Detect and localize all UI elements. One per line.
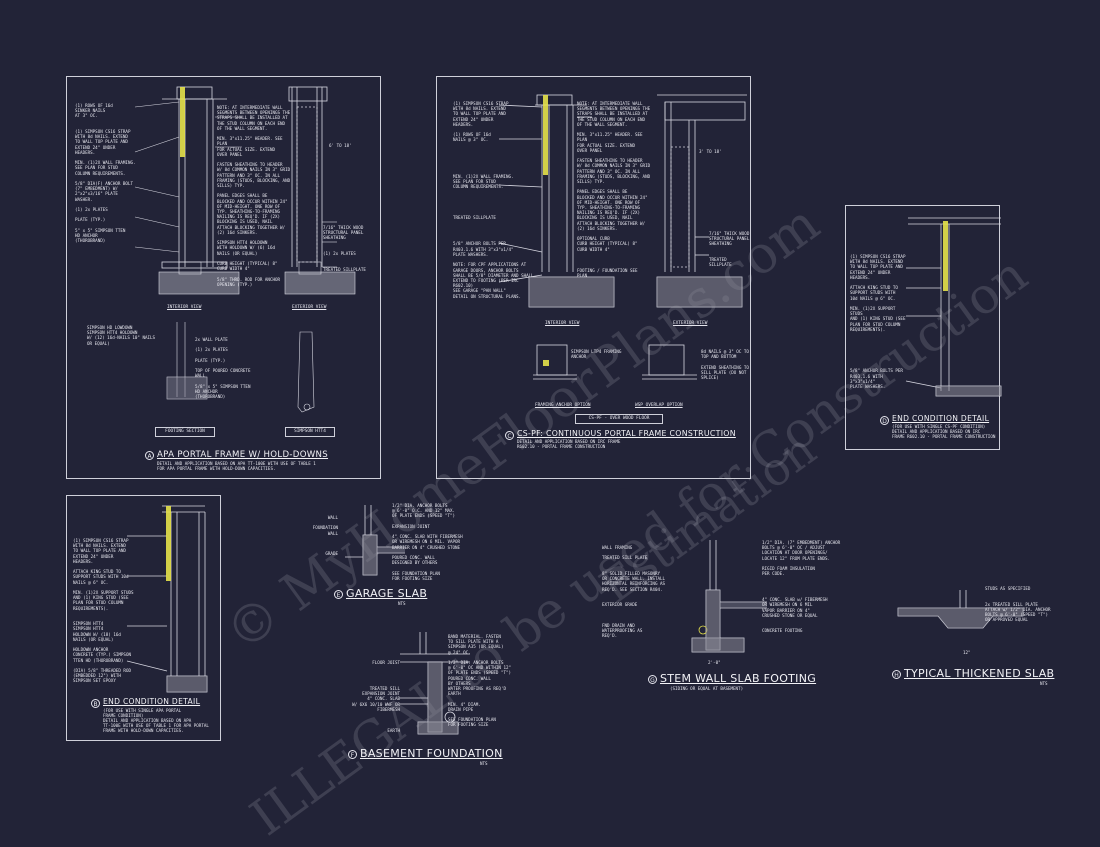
basement-foundation-title: BASEMENT FOUNDATION [360,747,503,760]
panel-c-exterior-label: EXTERIOR VIEW [673,321,708,326]
panel-a-footing-right: 2x WALL PLATE (1) 2x PLATES PLATE (TYP.)… [195,337,251,400]
panel-b-subtitle: (FOR USE WITH SINGLE APA PORTAL FRAME CO… [103,708,209,733]
panel-a-htt4-label: SIMPSON HTT4 [285,427,335,437]
panel-d-notes: (1) SIMPSON CS16 STRAP WITH 8d NAILS. EX… [850,254,906,390]
thickened-slab-right-notes: STUDS AS SPECIFIED 2x TREATED SILL PLATE… [985,586,1051,623]
panel-a-notes-mid: NOTE: AT INTERMEDIATE WALL SEGMENTS BETW… [217,105,291,287]
stem-wall-right-notes: 1/2" DIA. (7" EMBEDMENT) ANCHOR BOLTS @ … [762,540,841,634]
panel-c-notes-mid: NOTE: AT INTERMEDIATE WALL SEGMENTS BETW… [577,101,651,278]
panel-c: (1) SIMPSON CS16 STRAP WITH 8d NAILS. EX… [436,76,751,479]
panel-a: (1) ROWS OF 16d SINKER NAILS AT 3" OC. (… [66,76,381,479]
panel-d-title: END CONDITION DETAIL [892,414,990,423]
panel-c-notes-right: 7/16" THICK WOOD STRUCTURAL PANEL SHEATH… [709,231,750,268]
panel-b-letter-icon: B [91,699,100,708]
stem-wall-dim: 2'-0" [708,660,721,665]
panel-a-subtitle: DETAIL AND APPLICATION BASED ON APA TT-1… [157,461,316,471]
basement-foundation-nts: NTS [480,761,488,766]
basement-foundation-right-notes: BAND MATERIAL. FASTEN TO SILL PLATE WITH… [448,634,512,728]
panel-d-subtitle: (FOR USE WITH SINGLE CS-PF CONDITION) DE… [892,424,996,439]
stem-wall-subtitle: (SIDING OR EQUAL AT BASEMENT) [670,686,744,691]
garage-slab-title: GARAGE SLAB [346,587,428,600]
stem-wall-title: STEM WALL SLAB FOOTING [660,672,817,685]
garage-slab-letter-icon: E [334,590,343,599]
panel-d-letter-icon: D [880,416,889,425]
panel-a-drawing [134,86,356,413]
panel-a-letter-icon: A [145,451,154,460]
panel-c-overlap-note: 8d NAILS @ 3" OC TO TOP AND BOTTOM EXTEN… [701,349,749,381]
panel-c-anchor-note: SIMPSON LTP4 FRAMING ANCHOR [571,349,622,360]
garage-slab-nts: NTS [398,601,406,606]
panel-b-notes: (1) SIMPSON CS16 STRAP WITH 8d NAILS. EX… [73,538,134,684]
garage-slab-drawing [345,505,405,576]
panel-a-dim: 6' TO 18' [329,143,352,148]
panel-d-drawing [905,217,1002,397]
panel-c-box-label: CS-PF - OVER WOOD FLOOR [575,414,663,424]
panel-c-overlap-label: WSP OVERLAP OPTION [635,403,683,408]
panel-a-footing-section-label: FOOTING SECTION [155,427,215,437]
panel-d: (1) SIMPSON CS16 STRAP WITH 8d NAILS. EX… [845,205,1002,450]
panel-c-dim: 3' TO 18' [699,149,722,154]
panel-a-notes-left: (1) ROWS OF 16d SINKER NAILS AT 3" OC. (… [75,103,136,244]
panel-b: (1) SIMPSON CS16 STRAP WITH 8d NAILS. EX… [66,495,221,741]
garage-slab-left-notes: WALL FOUNDATION WALL GRADE [312,515,338,557]
panel-a-footing-notes: SIMPSON HD LOWDOWN SIMPSON HTT4 HOLDOWN … [87,325,156,346]
panel-c-subtitle: DETAIL AND APPLICATION BASED ON IRC FRAM… [517,439,621,449]
panel-c-title: CS-PF: CONTINUOUS PORTAL FRAME CONSTRUCT… [517,429,736,438]
panel-a-title: APA PORTAL FRAME W/ HOLD-DOWNS [157,450,329,460]
panel-b-title: END CONDITION DETAIL [103,697,201,706]
panel-c-interior-label: INTERIOR VIEW [545,321,580,326]
stem-wall-letter-icon: G [648,675,657,684]
panel-c-notes-left: (1) SIMPSON CS16 STRAP WITH 8d NAILS. EX… [453,101,534,299]
panel-a-notes-right: 7/16" THICK WOOD STRUCTURAL PANEL SHEATH… [323,225,366,272]
basement-foundation-drawing [400,632,470,735]
basement-foundation-letter-icon: F [348,750,357,759]
panel-b-drawing [126,505,208,693]
thickened-slab-drawing [897,590,1024,629]
panel-c-drawing [498,94,747,380]
panel-a-interior-label: INTERIOR VIEW [167,305,202,310]
stem-wall-left-notes: WALL FRAMING TREATED SILL PLATE 8" SOLID… [602,545,666,639]
thickened-slab-dim: 12" [963,650,971,655]
thickened-slab-nts: NTS [1040,681,1048,686]
stem-wall-drawing [691,540,767,653]
garage-slab-right-notes: 1/2" DIA. ANCHOR BOLTS @ 6'-0" O.C. AND … [392,503,463,581]
basement-foundation-left-notes: FLOOR JOIST TREATED SILL EXPANSION JOINT… [352,660,400,733]
thickened-slab-letter-icon: H [892,670,901,679]
thickened-slab-title: TYPICAL THICKENED SLAB [904,667,1055,680]
panel-c-anchor-label: FRAMING ANCHOR OPTION [535,403,591,408]
panel-a-exterior-label: EXTERIOR VIEW [292,305,327,310]
panel-c-letter-icon: C [505,431,514,440]
